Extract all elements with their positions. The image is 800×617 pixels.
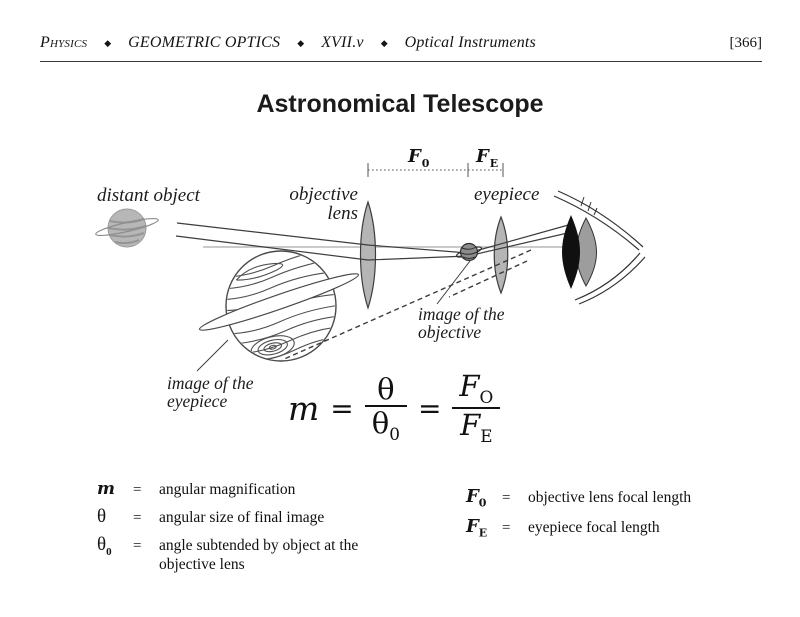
desc-fe: eyepiece focal length [528, 518, 660, 536]
desc-theta: angular size of final image [159, 508, 325, 526]
theta-numerator: θ [377, 371, 395, 406]
header-topic: Optical Instruments [404, 34, 536, 51]
fraction-bar [364, 404, 407, 407]
header-subject: Physics [40, 34, 88, 51]
eyepiece-focal-label: FE [475, 146, 498, 170]
page-title: Astronomical Telescope [256, 90, 544, 118]
eye-pupil [562, 215, 580, 289]
eyelashes [580, 196, 598, 216]
diamond-separator-icon: ◆ [104, 37, 112, 48]
objective-lens-label-2: lens [327, 203, 358, 224]
eyepiece-label: eyepiece [474, 184, 539, 205]
symbol-theta: θ [97, 505, 107, 527]
header-section: GEOMETRIC OPTICS [128, 34, 281, 51]
objective-lens-label-1: objective [289, 184, 358, 205]
desc-theta0: angle subtended by object at the objecti… [159, 536, 359, 573]
fe-denominator: FE [460, 408, 493, 447]
page-header: Physics ◆ GEOMETRIC OPTICS ◆ XVII.v ◆ Op… [40, 34, 762, 62]
image-of-objective-pointer [436, 260, 471, 305]
virtual-image-dashed-lines [281, 249, 532, 361]
eyepiece-lens [493, 215, 509, 295]
formula-m: m [288, 388, 320, 428]
planet-ring [198, 273, 360, 331]
distant-object-label: distant object [97, 185, 201, 206]
eyelids [553, 190, 646, 305]
symbol-theta0: θ0 [97, 533, 112, 558]
objective-focal-label: F0 [407, 146, 430, 170]
intermediate-image-planet [455, 242, 483, 262]
focal-fraction: FO FE [452, 369, 501, 447]
distant-planet-ring [95, 217, 159, 237]
page-number: [366] [729, 35, 763, 51]
virtual-image-planet [198, 248, 360, 363]
legend-row-fe: FE = eyepiece focal length [466, 515, 660, 540]
diamond-separator-icon: ◆ [297, 37, 305, 48]
equals-sign: = [330, 391, 354, 425]
magnification-formula: m = θ θ0 = FO FE [288, 369, 501, 447]
fo-numerator: FO [459, 369, 494, 407]
legend-right: F0 = objective lens focal length FE = ey… [466, 486, 691, 545]
image-of-eyepiece-pointer [196, 339, 229, 372]
legend-left: m = angular magnification θ = angular si… [97, 479, 358, 581]
ray-upper [176, 222, 573, 254]
desc-f0: objective lens focal length [528, 489, 692, 506]
objective-lens [359, 200, 377, 310]
legend-row-f0: F0 = objective lens focal length [466, 486, 692, 510]
diamond-separator-icon: ◆ [380, 37, 388, 48]
distant-object-planet [95, 208, 159, 248]
ray-lower [175, 231, 573, 261]
symbol-m: m [97, 479, 115, 499]
image-of-eyepiece-label-2: eyepiece [167, 391, 227, 411]
desc-m: angular magnification [159, 481, 296, 498]
image-of-objective-label-1: image of the [418, 304, 505, 324]
header-chapter: XVII.v [321, 34, 364, 51]
image-of-eyepiece-label-1: image of the [167, 373, 254, 393]
symbol-fe: FE [466, 515, 488, 540]
fraction-bar [452, 407, 501, 410]
legend-row-theta0: θ0 = angle subtended by object at the ob… [97, 533, 359, 573]
theta-fraction: θ θ0 [364, 371, 407, 444]
equals-sign: = [417, 391, 442, 425]
theta0-denominator: θ0 [371, 405, 400, 444]
image-of-objective-label-2: objective [418, 322, 481, 342]
focal-length-measure [367, 163, 504, 177]
light-rays [175, 222, 573, 261]
legend-row-m: m = angular magnification [97, 479, 296, 499]
symbol-f0: F0 [466, 486, 487, 510]
observer-eye [553, 190, 646, 305]
legend-row-theta: θ = angular size of final image [97, 505, 325, 527]
